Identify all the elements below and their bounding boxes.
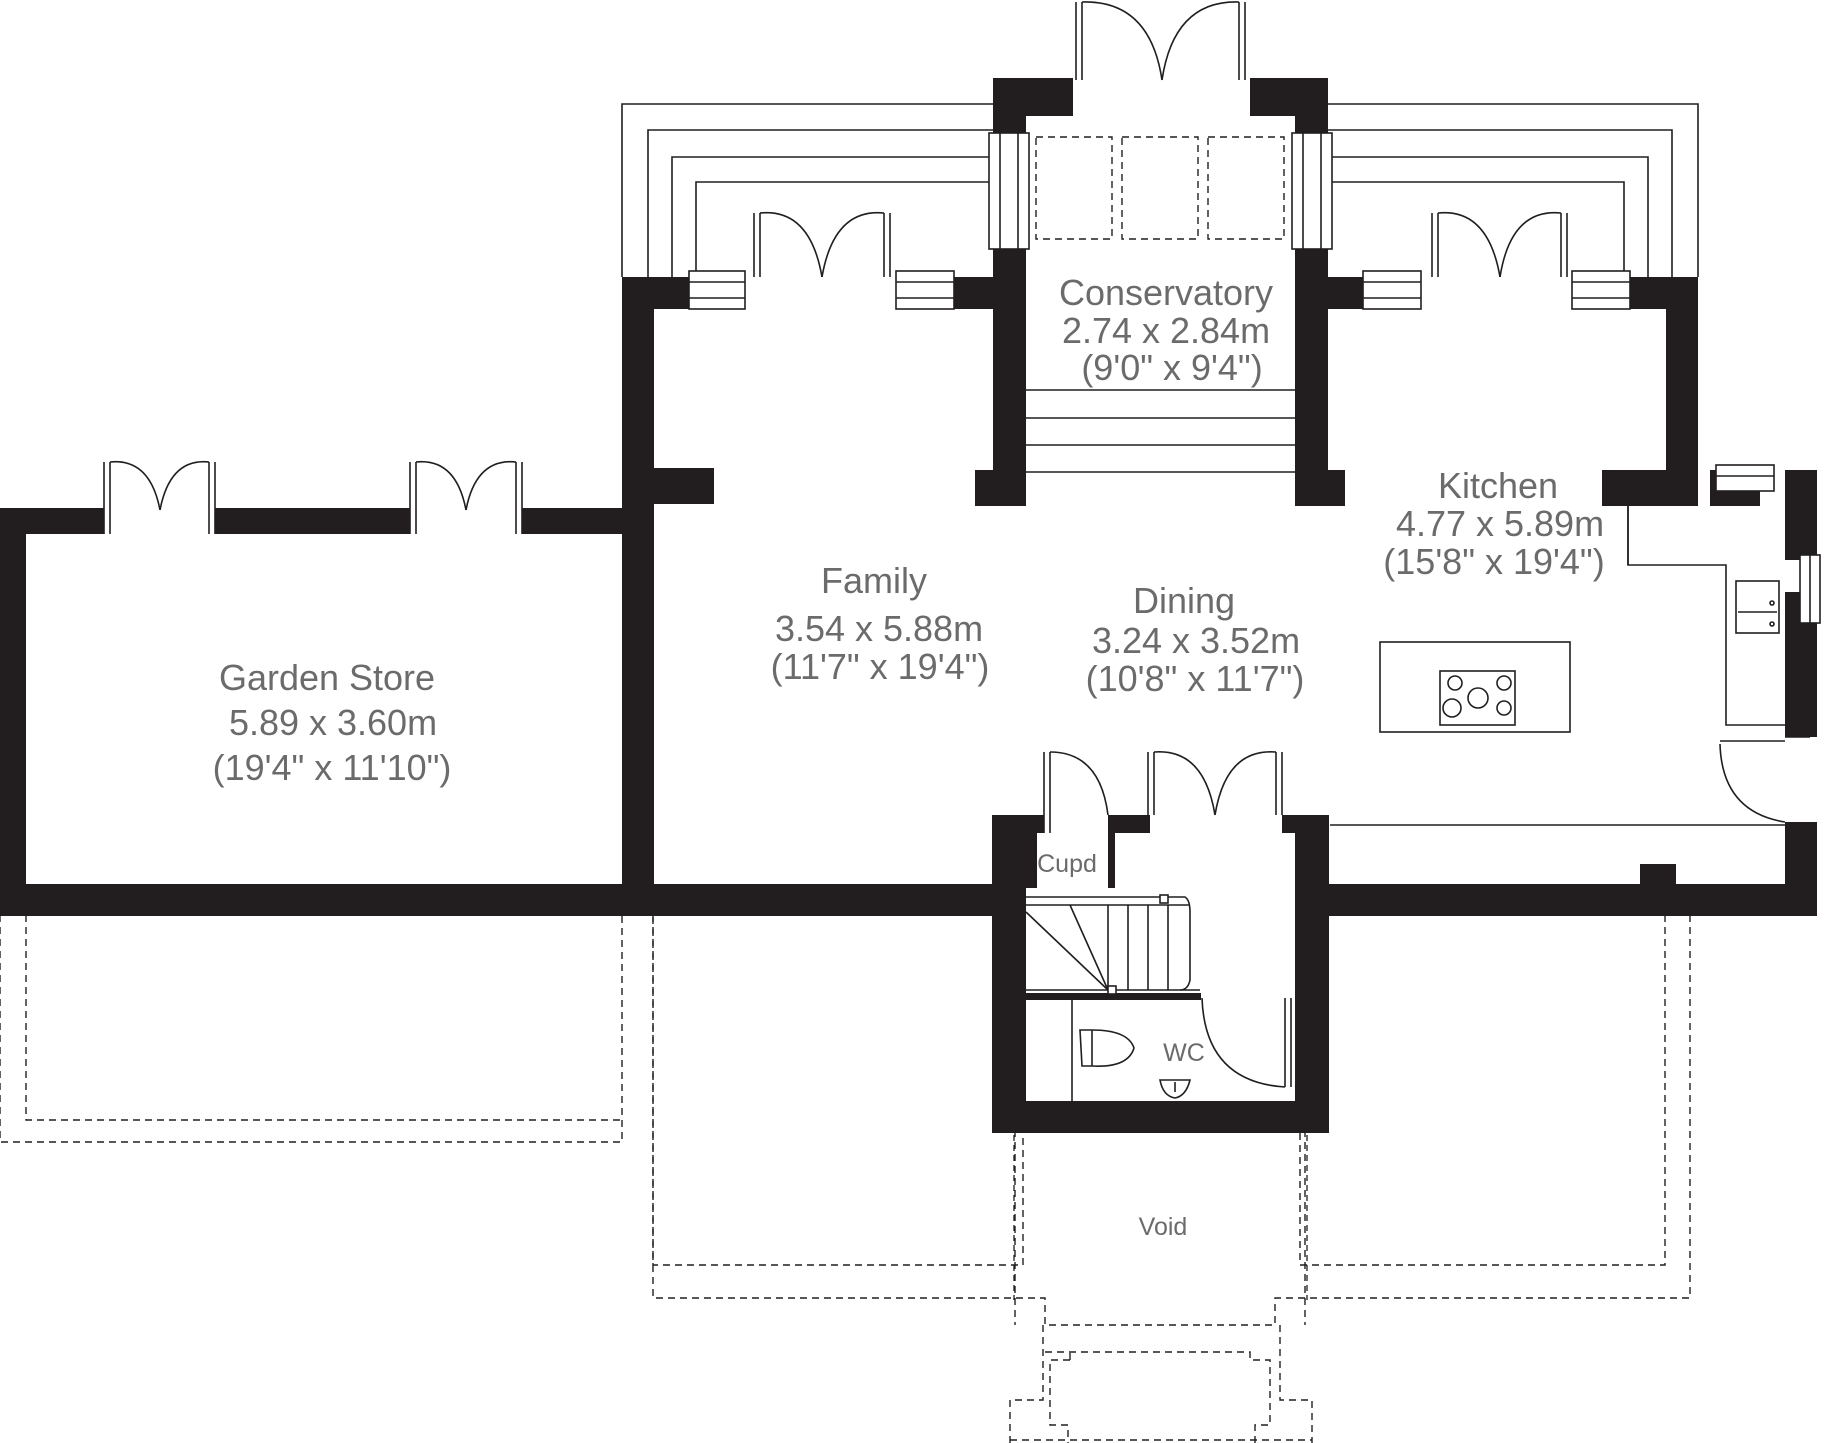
walls xyxy=(0,78,1817,1133)
room-size-imperial: (15'8" x 19'4") xyxy=(1383,541,1604,582)
room-size-imperial: (19'4" x 11'10") xyxy=(213,747,452,788)
room-size-imperial: (10'8" x 11'7") xyxy=(1086,658,1305,699)
room-name: Garden Store xyxy=(219,657,435,698)
conservatory-steps xyxy=(621,103,1699,473)
room-name: Family xyxy=(821,560,927,601)
room-name: Dining xyxy=(1133,580,1235,621)
label-cupd: Cupd xyxy=(1037,850,1097,878)
room-name: Kitchen xyxy=(1438,465,1558,506)
label-void: Void xyxy=(1139,1213,1188,1241)
room-size-metric: 4.77 x 5.89m xyxy=(1396,503,1604,544)
terrace-outlines xyxy=(0,915,1691,1443)
room-conservatory: Conservatory 2.74 x 2.84m (9'0" x 9'4") xyxy=(1059,272,1273,388)
room-size-metric: 3.54 x 5.88m xyxy=(775,608,983,649)
room-size-metric: 2.74 x 2.84m xyxy=(1062,310,1270,351)
room-size-imperial: (11'7" x 19'4") xyxy=(771,646,990,687)
room-dining: Dining 3.24 x 3.52m (10'8" x 11'7") xyxy=(1086,580,1305,699)
windows xyxy=(688,132,1821,624)
room-family: Family 3.54 x 5.88m (11'7" x 19'4") xyxy=(771,560,990,687)
room-size-imperial: (9'0" x 9'4") xyxy=(1081,347,1262,388)
label-wc: WC xyxy=(1163,1039,1205,1067)
room-garden-store: Garden Store 5.89 x 3.60m (19'4" x 11'10… xyxy=(213,657,452,788)
doors xyxy=(103,1,1810,1088)
room-name: Conservatory xyxy=(1059,272,1273,313)
room-size-metric: 3.24 x 3.52m xyxy=(1092,620,1300,661)
fixtures xyxy=(1013,506,1785,1300)
room-size-metric: 5.89 x 3.60m xyxy=(229,702,437,743)
room-kitchen: Kitchen 4.77 x 5.89m (15'8" x 19'4") xyxy=(1383,465,1604,582)
